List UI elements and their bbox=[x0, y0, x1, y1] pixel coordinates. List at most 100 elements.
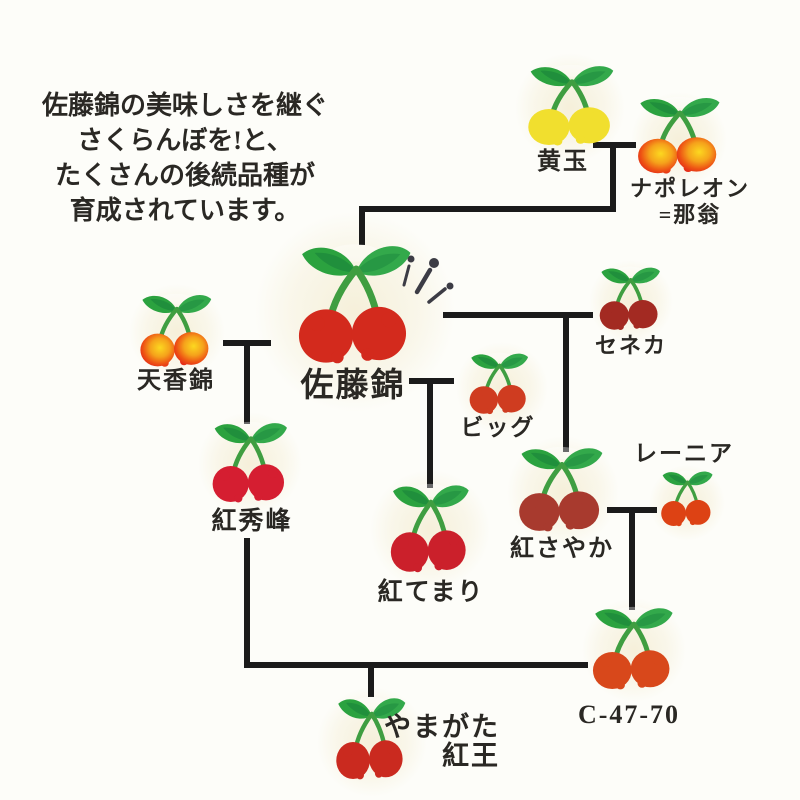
fruit-bump bbox=[637, 679, 647, 688]
variety-label-benisayaka: 紅さやか bbox=[510, 535, 614, 564]
variety-node-satonishiki bbox=[292, 243, 418, 367]
left-leaf-shade bbox=[540, 70, 572, 84]
cherry-icon-benitemari bbox=[390, 483, 469, 573]
variety-node-benishuho bbox=[208, 421, 292, 505]
left-leaf-shade bbox=[608, 271, 631, 282]
left-leaf-shade bbox=[150, 298, 177, 311]
fruit-bump bbox=[267, 468, 278, 479]
variety-node-rainier bbox=[658, 470, 716, 528]
variety-node-benitemari bbox=[386, 483, 474, 575]
fruit-bump bbox=[591, 111, 603, 122]
variety-node-c4770 bbox=[588, 606, 678, 692]
right-leaf-icon bbox=[687, 471, 713, 486]
cherry-icon-benishuho bbox=[212, 421, 287, 503]
fruit-bump bbox=[644, 302, 653, 311]
right-fruit bbox=[676, 137, 717, 172]
fruit-bump bbox=[234, 494, 243, 503]
variety-label-line: ナポレオン bbox=[629, 176, 751, 201]
variety-node-tenkonishiki bbox=[136, 293, 216, 369]
fruit-bump bbox=[381, 312, 397, 328]
fruit-bump bbox=[698, 140, 710, 151]
right-fruit bbox=[685, 499, 711, 525]
variety-label-c4770: C-47-70 bbox=[578, 699, 680, 730]
left-fruit bbox=[469, 386, 499, 414]
fruit-bump bbox=[147, 337, 157, 347]
cherry-icon-kigyoku bbox=[528, 64, 614, 146]
variety-label-napoleon: ナポレオン=那翁 bbox=[630, 176, 750, 228]
fruit-bump bbox=[600, 656, 612, 668]
fruit-bump bbox=[666, 504, 674, 512]
variety-label-benishuho: 紅秀峰 bbox=[211, 507, 292, 537]
fruit-bump bbox=[552, 137, 563, 146]
left-leaf-shade bbox=[649, 102, 680, 115]
variety-label-line: 天香錦 bbox=[137, 368, 215, 394]
left-leaf-shade bbox=[223, 427, 251, 441]
right-fruit bbox=[558, 491, 600, 530]
variety-node-benisayaka bbox=[514, 446, 608, 534]
variety-label-line: レーニア bbox=[634, 441, 734, 466]
left-fruit bbox=[336, 742, 370, 779]
emphasis-mark-icon bbox=[402, 264, 411, 287]
right-leaf-icon bbox=[371, 698, 406, 719]
left-fruit bbox=[661, 501, 687, 526]
left-leaf-shade bbox=[477, 357, 500, 367]
left-leaf-shade bbox=[668, 474, 688, 484]
variety-node-big bbox=[466, 352, 532, 416]
fruit-bump bbox=[699, 502, 707, 510]
fruit-bump bbox=[475, 389, 484, 398]
left-fruit bbox=[298, 309, 354, 363]
cherry-icon-seneca bbox=[599, 266, 660, 331]
variety-label-line: 黄玉 bbox=[537, 149, 589, 175]
fruit-bump bbox=[356, 770, 364, 780]
fruit-bump bbox=[180, 357, 188, 366]
variety-label-line: 紅てまり bbox=[377, 579, 485, 606]
left-leaf-shade bbox=[401, 490, 431, 505]
right-fruit bbox=[630, 650, 670, 688]
right-leaf-shade bbox=[371, 703, 400, 717]
right-fruit bbox=[497, 384, 526, 413]
variety-label-line: 紅秀峰 bbox=[211, 508, 293, 535]
right-leaf-shade bbox=[630, 271, 655, 282]
variety-node-kigyoku bbox=[523, 64, 619, 148]
right-leaf-icon bbox=[499, 353, 529, 369]
variety-label-tenkonishiki: 天香錦 bbox=[137, 367, 215, 396]
right-leaf-shade bbox=[430, 490, 462, 505]
fruit-bump bbox=[486, 407, 494, 415]
fruit-bump bbox=[605, 304, 614, 313]
right-leaf-icon bbox=[430, 485, 469, 508]
cherry-icon-tenkonishiki bbox=[140, 293, 212, 367]
variety-label-satonishiki: 佐藤錦 bbox=[301, 367, 406, 405]
fruit-bump bbox=[192, 335, 203, 345]
variety-label-rainier: レーニア bbox=[634, 440, 734, 468]
right-leaf-icon bbox=[250, 423, 287, 444]
fruit-bump bbox=[651, 654, 663, 665]
left-fruit bbox=[638, 138, 678, 174]
fruit-bump bbox=[675, 520, 682, 527]
variety-label-line: ビッグ bbox=[460, 415, 536, 440]
right-fruit bbox=[174, 332, 209, 365]
fruit-bump bbox=[512, 387, 521, 396]
fruit-bump bbox=[309, 316, 325, 332]
cherry-icon-benisayaka bbox=[519, 446, 603, 532]
fruit-bump bbox=[565, 520, 576, 530]
right-leaf-shade bbox=[633, 613, 666, 627]
right-leaf-icon bbox=[176, 294, 212, 314]
right-leaf-shade bbox=[356, 253, 401, 273]
fruit-bump bbox=[342, 746, 353, 758]
cherry-icon-napoleon bbox=[638, 96, 720, 174]
fruit-bump bbox=[219, 470, 230, 481]
fruit-bump bbox=[160, 359, 169, 367]
emphasis-mark-dot-icon bbox=[407, 255, 415, 263]
emphasis-mark-dot-icon bbox=[446, 282, 454, 290]
intro-note-line: 佐藤錦の美味しさを継ぐ bbox=[41, 91, 328, 120]
right-fruit bbox=[351, 306, 407, 361]
left-fruit bbox=[212, 465, 249, 503]
fruit-bump bbox=[398, 537, 409, 549]
fruit-bump bbox=[536, 113, 548, 124]
right-fruit bbox=[568, 107, 610, 144]
right-leaf-shade bbox=[499, 357, 523, 368]
fruit-bump bbox=[527, 497, 539, 509]
cherry-icon-big bbox=[469, 352, 529, 415]
right-leaf-shade bbox=[250, 428, 281, 441]
fruit-bump bbox=[633, 322, 641, 329]
